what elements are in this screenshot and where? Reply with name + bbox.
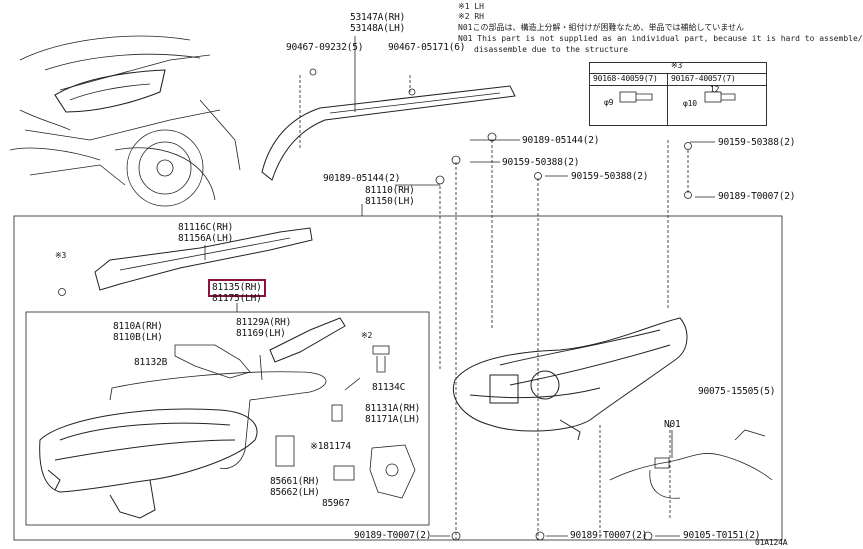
- label-90189-T0007-c[interactable]: 90189-T0007(2): [570, 530, 648, 541]
- note-rh: ※2 RH: [458, 12, 484, 21]
- label-81156A[interactable]: 81156A(LH): [178, 233, 234, 244]
- label-81116C[interactable]: 81116C(RH): [178, 222, 234, 233]
- table-col2: 90167-40057(7): [671, 74, 736, 83]
- parts-diagram: ※1 LH ※2 RH N01この部品は、構造上分解・組付けが困難なため、単品で…: [9, 2, 863, 547]
- note-jp: N01この部品は、構造上分解・組付けが困難なため、単品では補給していません: [458, 23, 744, 32]
- note-en-2: disassemble due to the structure: [474, 45, 629, 54]
- label-85661[interactable]: 85661(RH): [270, 476, 320, 487]
- label-81150[interactable]: 81150(LH): [365, 196, 415, 207]
- label-mark2: ※2: [361, 331, 373, 340]
- fastener-table-icons: [619, 91, 736, 103]
- label-90159-50388-b[interactable]: 90159-50388(2): [718, 137, 796, 148]
- label-53148A[interactable]: 53148A(LH): [350, 23, 406, 34]
- label-90159-50388-a[interactable]: 90159-50388(2): [502, 157, 580, 168]
- label-90189-T0007-a[interactable]: 90189-T0007(2): [718, 191, 796, 202]
- label-90189-05144-a[interactable]: 90189-05144(2): [522, 135, 600, 146]
- label-90159-50388-c[interactable]: 90159-50388(2): [571, 171, 649, 182]
- table-dim2: φ10: [683, 99, 697, 108]
- sub-assembly-frame: [25, 311, 430, 526]
- table-dim3: 12: [710, 85, 720, 94]
- label-81134C[interactable]: 81134C: [372, 382, 406, 393]
- label-n01[interactable]: N01: [664, 419, 681, 430]
- label-90189-05144-b[interactable]: 90189-05144(2): [323, 173, 401, 184]
- highlight-box: [208, 279, 266, 297]
- harness-n01: [609, 429, 773, 499]
- label-81135[interactable]: 81135(RH): [212, 282, 262, 293]
- label-90467-09232[interactable]: 90467-09232(5): [286, 42, 364, 53]
- table-col1: 90168-40059(7): [593, 74, 658, 83]
- label-90075-15505[interactable]: 90075-15505(5): [698, 386, 776, 397]
- headlamp-lh: [39, 408, 258, 519]
- wire-harness: [109, 371, 327, 469]
- note-en-1: N01 This part is not supplied as an indi…: [458, 34, 863, 43]
- label-90189-T0007-b[interactable]: 90189-T0007(2): [354, 530, 432, 541]
- label-81129A[interactable]: 81129A(RH): [236, 317, 292, 328]
- label-85662[interactable]: 85662(LH): [270, 487, 320, 498]
- label-mark3: ※3: [55, 251, 67, 260]
- table-mark: ※3: [671, 61, 683, 70]
- label-85967[interactable]: 85967: [322, 498, 350, 509]
- headlamp-rh: [453, 317, 688, 441]
- label-81171A[interactable]: 81171A(LH): [365, 414, 421, 425]
- vehicle-front-sketch: [9, 35, 241, 207]
- strip-81129A: [174, 317, 346, 381]
- label-90467-05171[interactable]: 90467-05171(6): [388, 42, 466, 53]
- label-90105-T0151[interactable]: 90105-T0151(2): [683, 530, 761, 541]
- diagram-artwork: [9, 35, 783, 541]
- note-lh: ※1 LH: [458, 2, 484, 11]
- bracket-81116C: [94, 227, 313, 291]
- trim-strip: [261, 36, 516, 181]
- fastener-table: 90168-40059(7) 90167-40057(7) φ9 φ10 12: [589, 62, 767, 126]
- label-81131A[interactable]: 81131A(RH): [365, 403, 421, 414]
- label-8110B[interactable]: 8110B(LH): [113, 332, 163, 343]
- figure-code: 01A124A: [755, 538, 788, 547]
- screw-symbols: [58, 132, 692, 541]
- table-dim1: φ9: [604, 98, 614, 107]
- label-81110[interactable]: 81110(RH): [365, 185, 415, 196]
- label-81132B[interactable]: 81132B: [134, 357, 168, 368]
- label-81174[interactable]: ※181174: [310, 441, 351, 452]
- label-53147A[interactable]: 53147A(RH): [350, 12, 406, 23]
- small-parts: [275, 345, 416, 499]
- assembly-frame: [13, 215, 783, 541]
- leader-lines: [439, 140, 689, 540]
- label-8110A[interactable]: 8110A(RH): [113, 321, 163, 332]
- label-81175[interactable]: 81175(LH): [212, 293, 262, 304]
- label-81169[interactable]: 81169(LH): [236, 328, 286, 339]
